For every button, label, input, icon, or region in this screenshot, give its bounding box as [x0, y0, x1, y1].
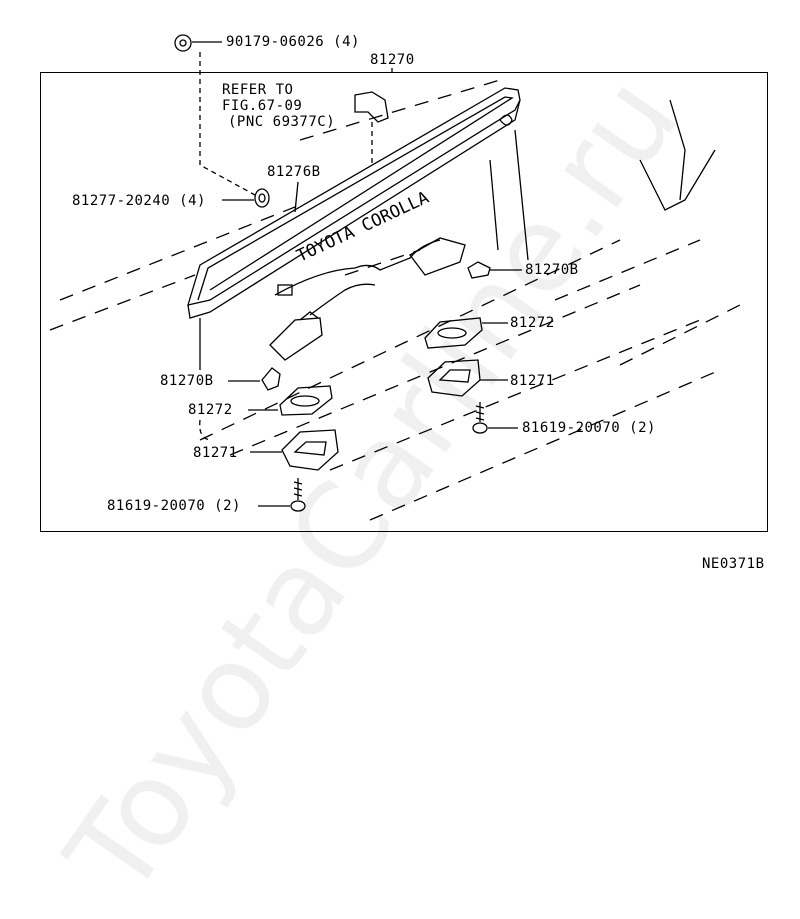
gasket-left [248, 385, 333, 416]
body-edge-line [669, 99, 686, 201]
clip-fig67 [354, 91, 389, 165]
label-81271-left: 81271 [193, 445, 238, 461]
parts-diagram: ToyotaCarline.ru [40, 34, 768, 919]
label-refer-2: FIG.67-09 [222, 98, 303, 114]
label-81276b: 81276B [267, 164, 321, 180]
label-refer-1: REFER TO [222, 82, 294, 98]
label-81272-left: 81272 [188, 402, 233, 418]
lamp-right [427, 359, 508, 397]
nut-90179 [174, 34, 256, 196]
wiring-harness [269, 237, 466, 361]
label-81272-right: 81272 [510, 315, 555, 331]
label-81270b-left: 81270B [160, 373, 214, 389]
gasket-right [424, 317, 508, 349]
label-81271-right: 81271 [510, 373, 555, 389]
label-81277: 81277-20240 (4) [72, 193, 206, 209]
garnish-emblem-mark [499, 114, 513, 126]
label-81270b-right: 81270B [525, 262, 579, 278]
garnish-81270 [187, 87, 521, 319]
body-edge-line-2 [639, 149, 716, 211]
label-81270: 81270 [370, 52, 415, 68]
label-refer-3: (PNC 69377C) [228, 114, 336, 130]
bulb-right [467, 261, 522, 279]
label-90179: 90179-06026 (4) [226, 34, 360, 50]
label-81619-right: 81619-20070 (2) [522, 420, 656, 436]
label-81619-left: 81619-20070 (2) [107, 498, 241, 514]
figure-code: NE0371B [702, 556, 765, 572]
body-contour-lines [49, 79, 741, 521]
diagram-drawing: TOYOTA COROLLA [49, 34, 741, 521]
lamp-left [199, 419, 339, 471]
screw-right [472, 402, 518, 434]
garnish-right-edge-2 [514, 129, 529, 261]
leader-81276b [294, 181, 299, 213]
grommet-81277 [222, 188, 270, 208]
garnish-right-edge [489, 159, 499, 251]
diagram-frame [40, 72, 768, 532]
screw-left [258, 478, 306, 512]
bulb-left [199, 318, 281, 391]
